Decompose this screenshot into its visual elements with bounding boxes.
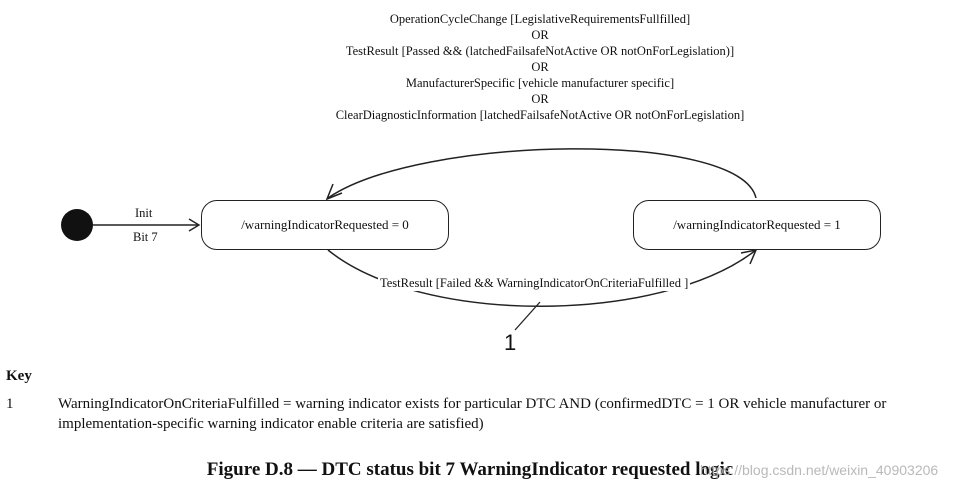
- return-transition-head: [325, 183, 343, 201]
- return-transition-arc: [327, 148, 757, 199]
- condition-clear-diagnostic: ClearDiagnosticInformation [latchedFails…: [335, 108, 745, 122]
- condition-or-3: OR: [531, 92, 549, 106]
- fail-transition-label: TestResult [Failed && WarningIndicatorOn…: [378, 276, 691, 291]
- condition-or-2: OR: [531, 60, 549, 74]
- callout-leader-line: [514, 301, 541, 331]
- condition-or-1: OR: [531, 28, 549, 42]
- watermark-text: https://blog.csdn.net/weixin_40903206: [700, 462, 939, 478]
- key-heading: Key: [6, 368, 32, 384]
- state-warning-indicator-0: /warningIndicatorRequested = 0: [201, 200, 449, 250]
- callout-number: 1: [504, 330, 517, 355]
- key-item-text: WarningIndicatorOnCriteriaFulfilled = wa…: [58, 396, 887, 432]
- condition-test-result-passed: TestResult [Passed && (latchedFailsafeNo…: [345, 44, 735, 58]
- state-warning-indicator-0-label: /warningIndicatorRequested = 0: [241, 217, 409, 232]
- bit7-label: Bit 7: [133, 230, 158, 244]
- fail-transition-head: [740, 248, 758, 265]
- initial-state-dot: [61, 209, 93, 241]
- init-arrow-head: [188, 218, 201, 232]
- fail-transition-arc: [327, 249, 757, 307]
- init-label: Init: [135, 206, 153, 220]
- figure-caption: Figure D.8 — DTC status bit 7 WarningInd…: [206, 459, 734, 480]
- state-warning-indicator-1: /warningIndicatorRequested = 1: [633, 200, 881, 250]
- condition-operation-cycle: OperationCycleChange [LegislativeRequire…: [389, 12, 691, 26]
- state-warning-indicator-1-label: /warningIndicatorRequested = 1: [673, 217, 841, 232]
- key-item-number: 1: [6, 396, 14, 412]
- condition-manufacturer-specific: ManufacturerSpecific [vehicle manufactur…: [405, 76, 675, 90]
